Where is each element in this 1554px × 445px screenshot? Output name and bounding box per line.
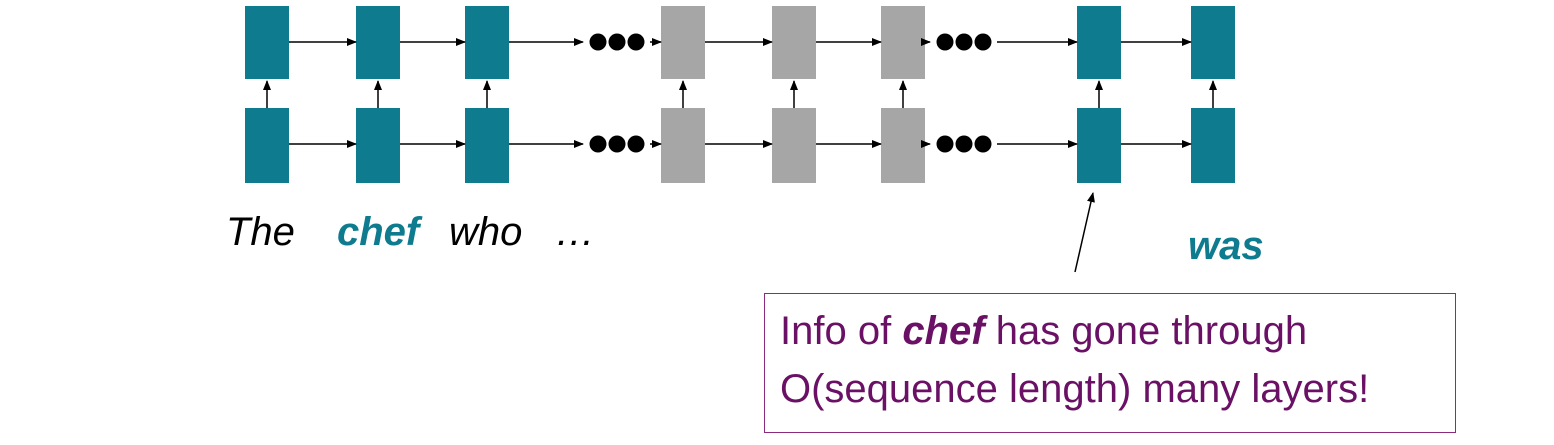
upper-active-cell [356, 6, 400, 79]
lower-active-cell [465, 108, 509, 183]
word-the: The [226, 210, 295, 254]
upper-active-cell [1077, 6, 1121, 79]
upper-active-cell [1191, 6, 1235, 79]
ellipsis-dot [589, 135, 607, 153]
ellipsis-dot [974, 135, 992, 153]
word-was: was [1188, 224, 1264, 268]
ellipsis-dot [627, 33, 645, 51]
ellipsis-dot [936, 33, 954, 51]
lower-active-cell [245, 108, 289, 183]
upper-active-cell [465, 6, 509, 79]
note-line1-after: has gone through [995, 309, 1308, 353]
ellipsis-dot [608, 135, 626, 153]
upper-active-cell [245, 6, 289, 79]
lower-inactive-cell [661, 108, 705, 183]
ellipsis-dot [589, 33, 607, 51]
note-line1-before: Info of [780, 309, 892, 353]
ellipsis-dot [936, 135, 954, 153]
word-chef: chef [337, 210, 420, 254]
note-highlight-chef: chef [902, 309, 985, 353]
pointer-arrow [1074, 192, 1095, 273]
note-line-1: Info of chef has gone through [780, 302, 1455, 360]
ellipsis-dot [608, 33, 626, 51]
ellipsis-dot [974, 33, 992, 51]
lower-active-cell [356, 108, 400, 183]
upper-inactive-cell [772, 6, 816, 79]
lower-active-cell [1077, 108, 1121, 183]
word-who: who [449, 210, 523, 254]
lower-active-cell [1191, 108, 1235, 183]
note-line-2: O(sequence length) many layers! [780, 367, 1370, 411]
word-ellipsis: … [555, 210, 595, 254]
upper-inactive-cell [661, 6, 705, 79]
lower-inactive-cell [881, 108, 925, 183]
ellipsis-dot [955, 135, 973, 153]
upper-inactive-cell [881, 6, 925, 79]
lower-inactive-cell [772, 108, 816, 183]
info-note-box: Info of chef has gone through O(sequence… [764, 293, 1456, 433]
ellipsis-dot [955, 33, 973, 51]
ellipsis-dot [627, 135, 645, 153]
